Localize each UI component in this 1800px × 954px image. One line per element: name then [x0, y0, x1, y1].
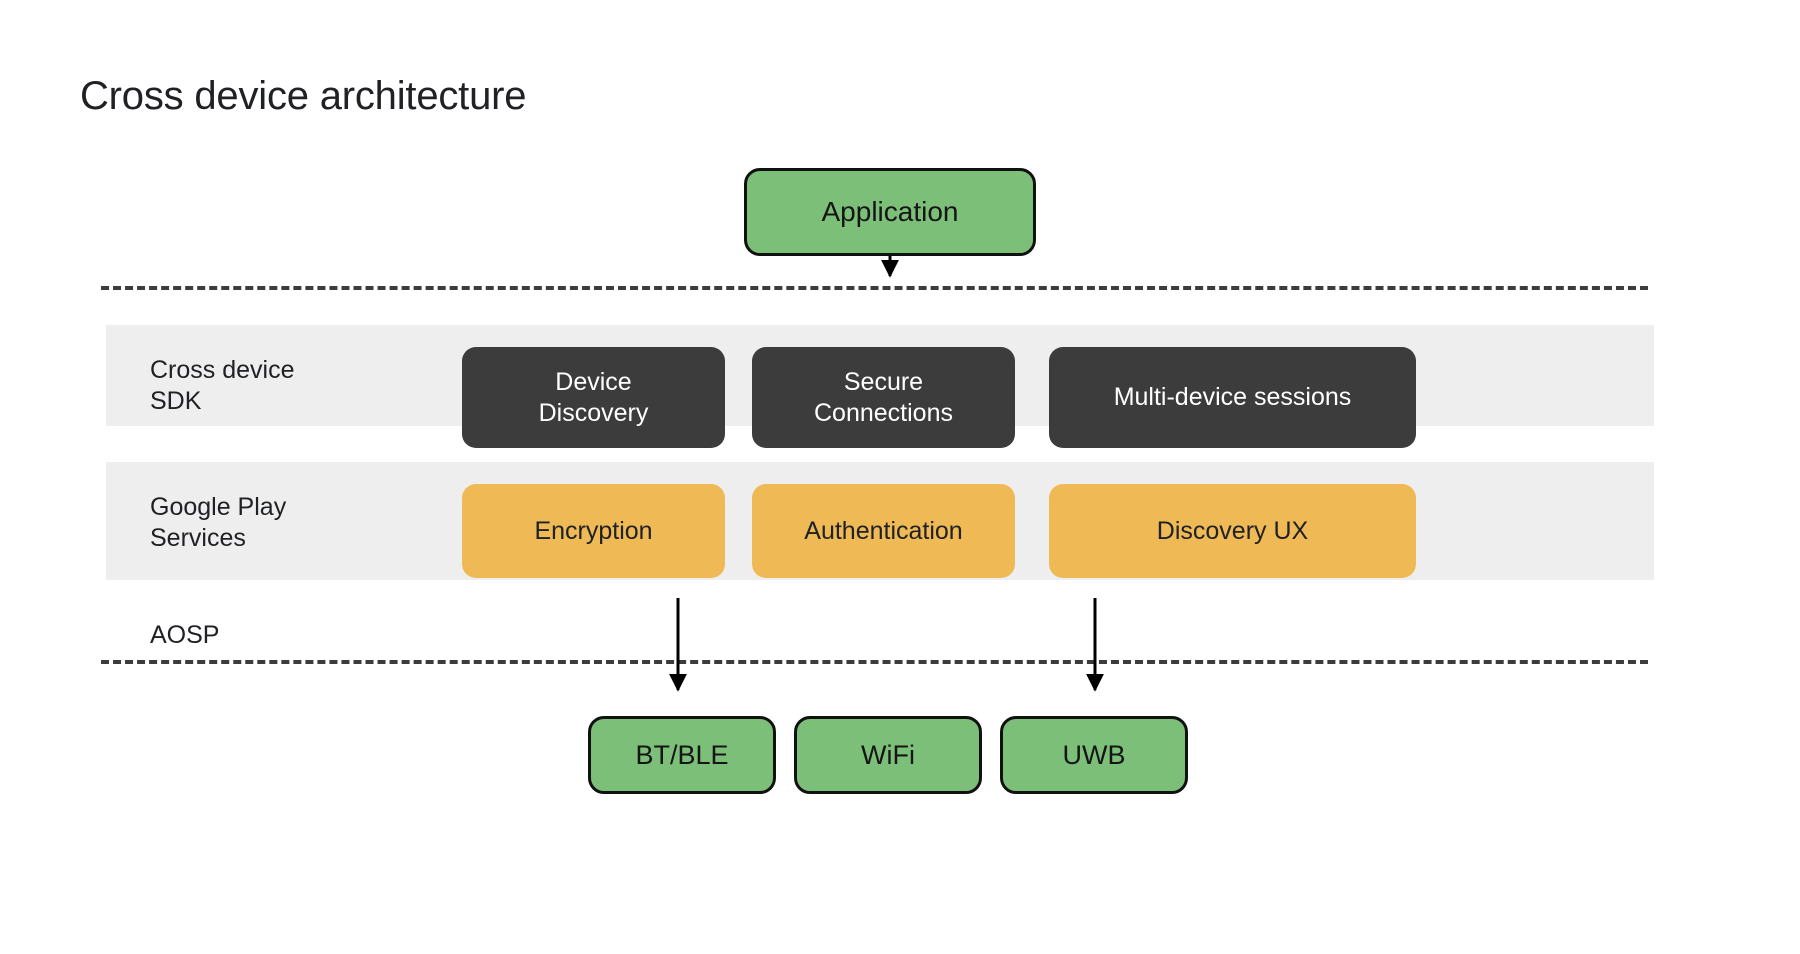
node-wifi[interactable]: WiFi: [794, 716, 982, 794]
node-encryption[interactable]: Encryption: [462, 484, 725, 578]
node-uwb[interactable]: UWB: [1000, 716, 1188, 794]
layer-label-aosp: AOSP: [150, 621, 220, 649]
node-authentication[interactable]: Authentication: [752, 484, 1015, 578]
page-title: Cross device architecture: [80, 74, 527, 118]
node-btble[interactable]: BT/BLE: [588, 716, 776, 794]
layer-label-cross-device-sdk: Cross device SDK: [150, 356, 295, 415]
node-device-discovery[interactable]: Device Discovery: [462, 347, 725, 448]
dashed-separator-bottom: [101, 660, 1648, 664]
layer-label-google-play-services: Google Play Services: [150, 493, 287, 552]
dashed-separator-top: [101, 286, 1648, 290]
node-discovery-ux[interactable]: Discovery UX: [1049, 484, 1416, 578]
node-application[interactable]: Application: [744, 168, 1036, 256]
node-secure-connections[interactable]: Secure Connections: [752, 347, 1015, 448]
node-multi-device-sessions[interactable]: Multi-device sessions: [1049, 347, 1416, 448]
